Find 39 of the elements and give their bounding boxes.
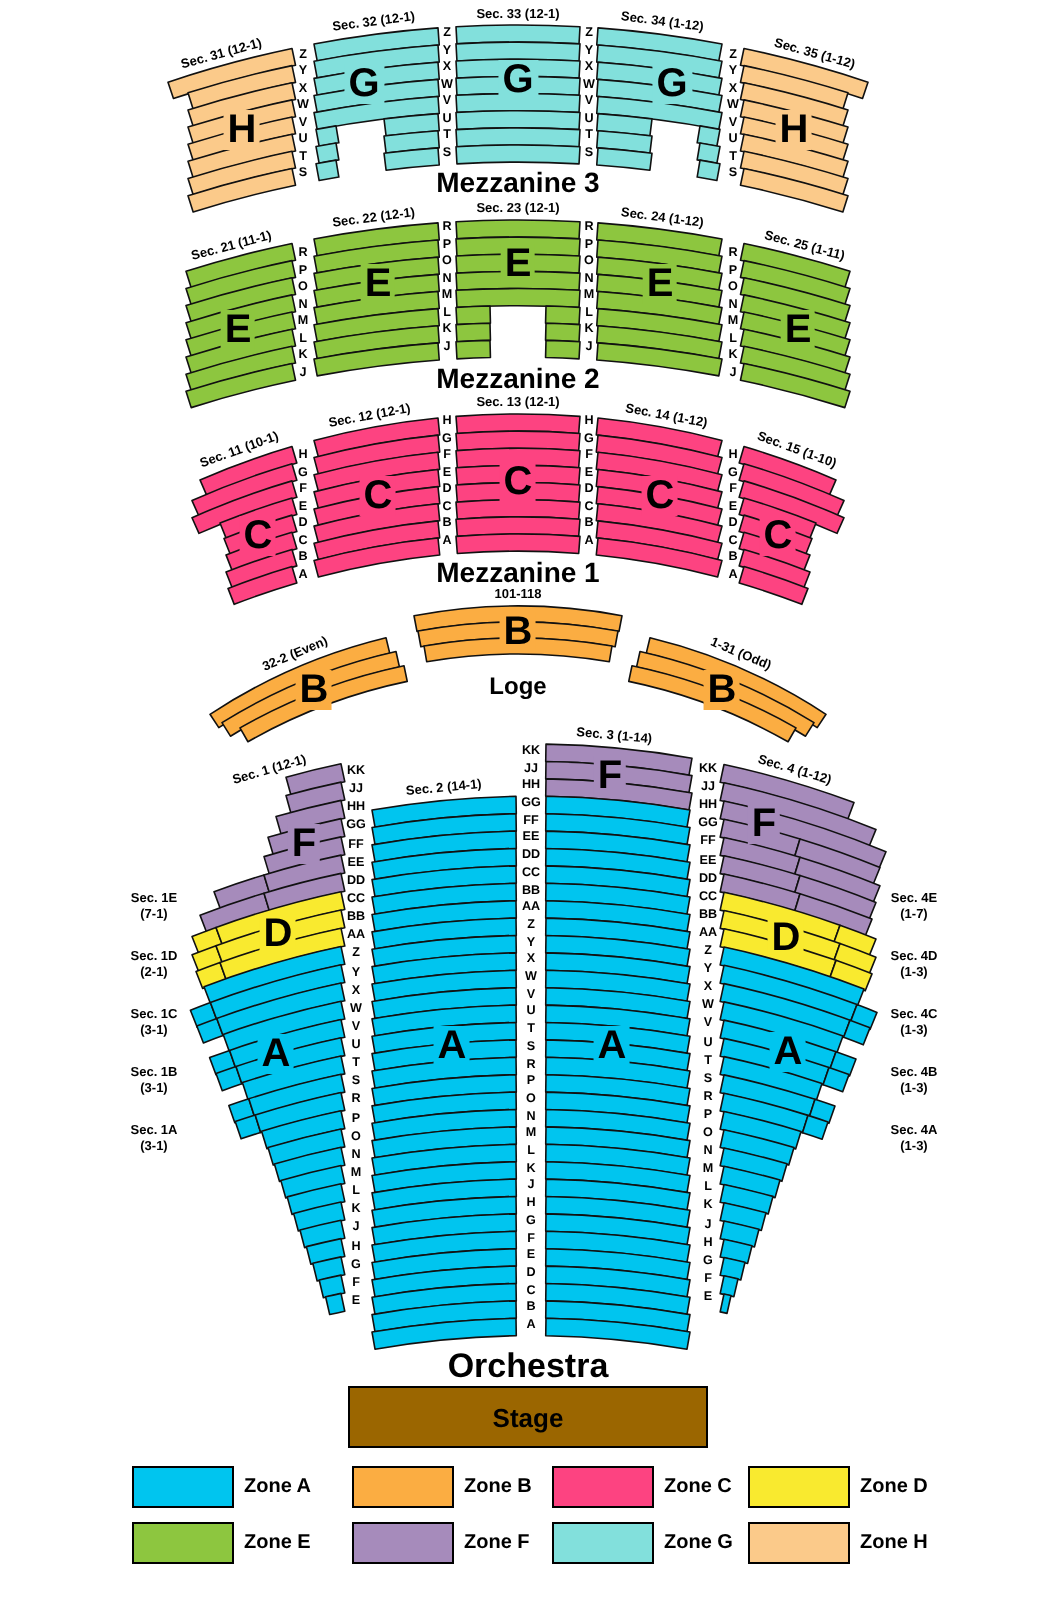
zone-letter: F <box>287 824 321 864</box>
legend-label: Zone F <box>464 1533 530 1553</box>
zone-letter: C <box>759 516 797 556</box>
zone-letter: C <box>359 476 397 516</box>
zone-letter: H <box>775 110 813 150</box>
level-label: Loge <box>489 674 547 698</box>
level-label: Mezzanine 3 <box>436 168 600 196</box>
level-label: Orchestra <box>447 1349 609 1383</box>
zone-letter: E <box>780 310 816 350</box>
level-label: Mezzanine 2 <box>436 364 600 392</box>
stage-platform <box>348 1386 708 1448</box>
zone-letter: F <box>747 804 781 844</box>
zone-letter: G <box>344 64 384 104</box>
legend-label: Zone A <box>244 1477 312 1497</box>
zone-letter: E <box>220 310 256 350</box>
seating-section <box>412 586 624 664</box>
legend-label: Zone B <box>464 1477 532 1497</box>
stage-label: Stage <box>492 1404 564 1430</box>
zone-letter: A <box>257 1034 295 1074</box>
zone-letter: B <box>295 670 333 710</box>
legend-label: Zone H <box>860 1533 928 1553</box>
zone-letter: A <box>433 1026 471 1066</box>
zone-letter: E <box>642 264 678 304</box>
zone-letter: B <box>703 670 741 710</box>
level-label: Mezzanine 1 <box>436 558 600 586</box>
zone-letter: E <box>360 264 396 304</box>
legend-label: Zone C <box>664 1477 732 1497</box>
legend-label: Zone G <box>664 1533 733 1553</box>
zone-letter: D <box>767 918 805 958</box>
zone-letter: A <box>593 1026 631 1066</box>
zone-letter: G <box>652 64 692 104</box>
zone-letter: C <box>499 462 537 502</box>
zone-letter: C <box>239 516 277 556</box>
zone-letter: H <box>223 110 261 150</box>
zone-letter: G <box>498 60 538 100</box>
zone-letter: C <box>641 476 679 516</box>
legend-label: Zone D <box>860 1477 928 1497</box>
legend-label: Zone E <box>244 1533 311 1553</box>
zone-letter: A <box>769 1032 807 1072</box>
